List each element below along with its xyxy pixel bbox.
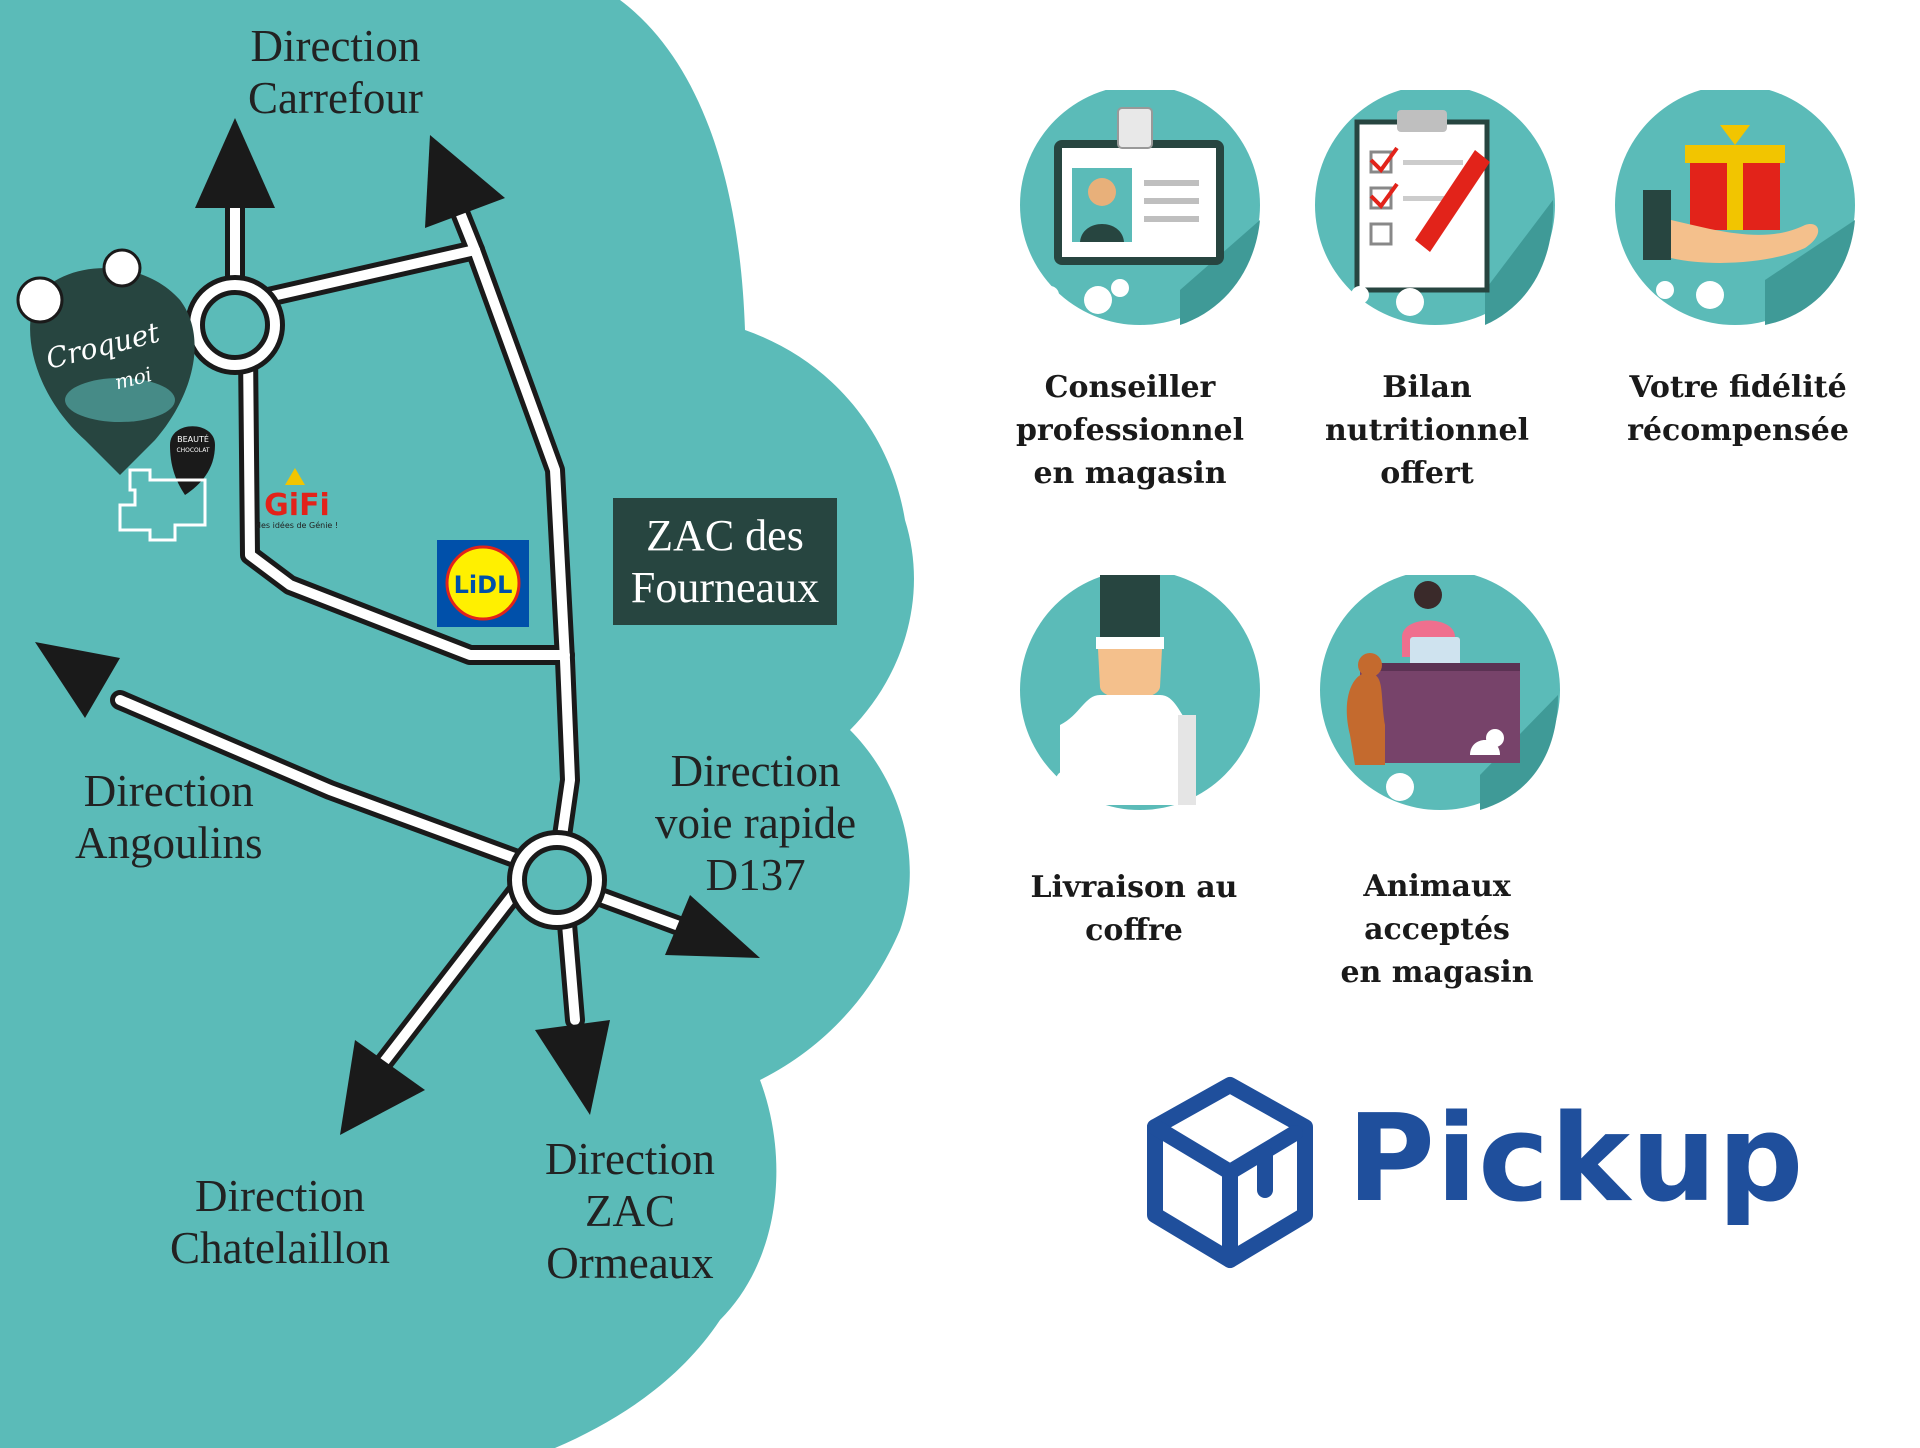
svg-text:des idées de Génie !: des idées de Génie ! xyxy=(256,520,338,530)
gift-hand-icon xyxy=(1615,90,1855,335)
area-map: Croquet moi BEAUTÉ CHOCOLAT GiFi des idé… xyxy=(0,0,914,1448)
feature-conseiller xyxy=(1010,90,1270,350)
beaute-chocolat-pin: BEAUTÉ CHOCOLAT xyxy=(118,426,215,542)
feature-bilan xyxy=(1305,90,1565,350)
package-cube-icon xyxy=(1147,1077,1313,1268)
feature-livraison xyxy=(1010,575,1270,835)
delivery-bag-icon xyxy=(1020,575,1260,828)
roundabout-south xyxy=(507,830,607,930)
pets-shop-icon xyxy=(1320,575,1560,830)
svg-text:CHOCOLAT: CHOCOLAT xyxy=(176,447,209,454)
arrow-voie-rapide xyxy=(665,895,760,958)
svg-text:GiFi: GiFi xyxy=(264,488,330,523)
feature-fidelite xyxy=(1605,90,1865,350)
feature-animaux xyxy=(1310,575,1570,835)
arrow-chatelaillon xyxy=(340,1040,425,1135)
roundabout-north xyxy=(185,275,285,375)
svg-text:BEAUTÉ: BEAUTÉ xyxy=(177,433,209,444)
building-outline xyxy=(118,468,207,542)
arrow-zac-ormeaux xyxy=(535,1020,610,1115)
arrow-angoulins xyxy=(35,642,120,718)
lidl-logo: LiDL xyxy=(437,540,529,627)
arrow-carrefour-right xyxy=(425,135,505,228)
roads xyxy=(110,190,700,1090)
pickup-logo-text: Pickup xyxy=(1347,1090,1805,1229)
clipboard-checklist-icon xyxy=(1315,90,1555,340)
croquet-moi-pin: Croquet moi xyxy=(16,248,195,475)
arrow-carrefour-left xyxy=(195,118,275,208)
gifi-logo: GiFi des idées de Génie ! xyxy=(256,468,338,530)
zac-des-fourneaux-label: ZAC des Fourneaux xyxy=(613,498,837,625)
id-badge-icon xyxy=(1020,90,1260,335)
svg-text:LiDL: LiDL xyxy=(454,571,513,599)
